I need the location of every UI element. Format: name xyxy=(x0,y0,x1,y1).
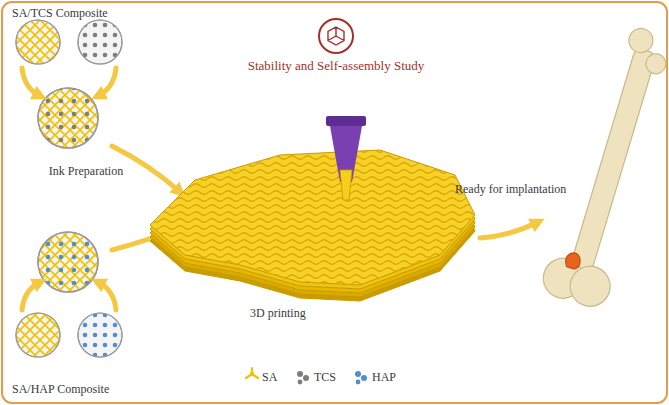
label: 3D printing xyxy=(250,306,306,320)
legend-icons xyxy=(246,368,367,384)
network-icon xyxy=(319,19,353,53)
legend-text: TCS xyxy=(314,370,336,384)
label: Ready for implantation xyxy=(455,182,566,196)
print-nozzle xyxy=(326,116,366,200)
label: Ink Preparation xyxy=(44,164,128,178)
legend-text: HAP xyxy=(372,370,396,384)
composite-circles xyxy=(16,20,122,357)
printed-scaffold xyxy=(150,150,475,301)
label: SA/TCS Composite xyxy=(12,6,108,20)
title: Stability and Self-assembly Study xyxy=(186,58,486,74)
label: SA/HAP Composite xyxy=(12,382,109,396)
legend-text: SA xyxy=(262,370,277,384)
femur-bone xyxy=(538,22,669,312)
